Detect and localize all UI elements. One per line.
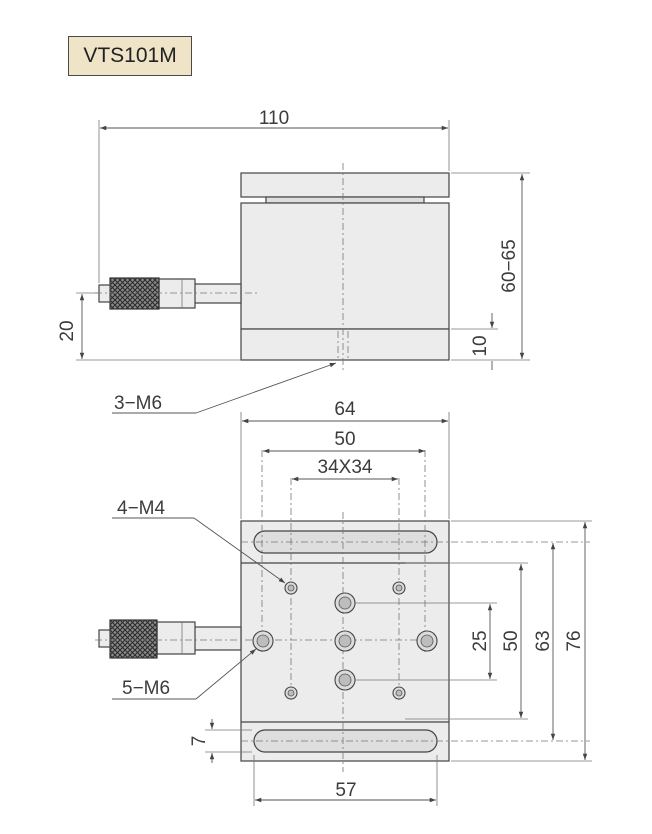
stage-top-plate: [240, 172, 450, 198]
dim-57: 57: [335, 780, 356, 801]
dim-76: 76: [564, 630, 585, 651]
m4-hole: [284, 581, 298, 595]
dim-7: 7: [189, 736, 210, 747]
side-view: 110 60−65 10 20 3−M6: [57, 108, 530, 414]
stage-base: [240, 328, 450, 361]
m6-hole: [334, 592, 356, 614]
callout-5-m6: 5−M6: [122, 678, 170, 699]
dim-64: 64: [334, 399, 356, 420]
m6-hole: [416, 630, 438, 652]
m4-hole: [284, 686, 298, 700]
dim-63: 63: [533, 630, 554, 651]
m6-hole: [334, 669, 356, 691]
dim-50-horizontal: 50: [334, 429, 355, 450]
top-view: 64 50 34X34 57 25 50 63 76 7 4−M4: [95, 399, 592, 806]
dim-50-vertical: 50: [501, 630, 522, 651]
model-label: VTS101M: [68, 36, 192, 76]
stage-body: [240, 202, 450, 330]
m6-hole: [252, 630, 274, 652]
dim-10: 10: [470, 335, 491, 356]
micrometer-side: [98, 277, 242, 310]
stage-guide: [265, 196, 425, 204]
callout-3-m6: 3−M6: [114, 393, 162, 414]
m4-hole: [392, 581, 406, 595]
dim-25: 25: [470, 630, 491, 651]
dim-110: 110: [259, 108, 289, 129]
m4-hole: [392, 686, 406, 700]
dim-34x34: 34X34: [318, 457, 373, 478]
dim-60-65: 60−65: [499, 239, 520, 292]
dim-20: 20: [57, 320, 78, 341]
callout-4-m4: 4−M4: [117, 498, 165, 519]
micrometer-top: [98, 619, 242, 659]
m6-hole: [334, 630, 356, 652]
